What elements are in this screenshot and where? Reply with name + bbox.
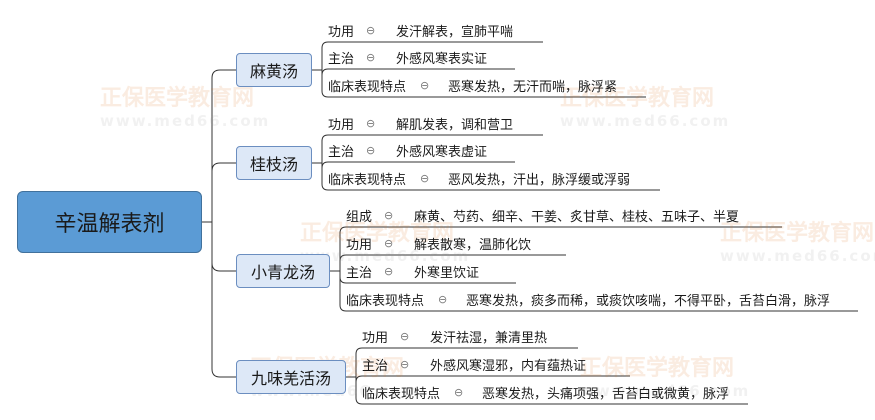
collapse-circle-icon[interactable]: ⊖ xyxy=(366,116,376,130)
leaf-node[interactable]: 组成 ⊖ 麻黄、芍药、细辛、干姜、炙甘草、桂枝、五味子、半夏 xyxy=(346,203,739,227)
collapse-circle-icon[interactable]: ⊖ xyxy=(384,208,394,222)
collapse-circle-icon[interactable]: ⊖ xyxy=(438,292,448,306)
leaf-node[interactable]: 功用 ⊖ 发汗祛湿，兼清里热 xyxy=(362,324,547,348)
collapse-circle-icon[interactable]: ⊖ xyxy=(400,357,410,371)
leaf-text: 解表散寒，温肺化饮 xyxy=(414,237,532,253)
leaf-label: 临床表现特点 xyxy=(328,172,407,188)
branch-node-jiuweiqianghuo[interactable]: 九味羌活汤 xyxy=(236,360,346,394)
leaf-text: 发汗祛湿，兼清里热 xyxy=(430,330,548,346)
leaf-node[interactable]: 功用 ⊖ 解肌发表，调和营卫 xyxy=(328,111,513,135)
leaf-text: 恶寒发热，头痛项强，舌苔白或微黄，脉浮 xyxy=(482,386,730,402)
connector-leaf xyxy=(321,70,646,98)
connector-leaf xyxy=(321,163,660,191)
leaf-node[interactable]: 临床表现特点 ⊖ 恶风发热，汗出，脉浮缓或浮弱 xyxy=(328,166,630,190)
collapse-circle-icon[interactable]: ⊖ xyxy=(384,236,394,250)
collapse-circle-icon[interactable]: ⊖ xyxy=(420,171,430,185)
leaf-label: 功用 xyxy=(346,237,373,253)
leaf-node[interactable]: 主治 ⊖ 外感风寒湿邪，内有蕴热证 xyxy=(362,352,586,376)
branch-node-label: 桂枝汤 xyxy=(249,155,298,174)
leaf-label: 功用 xyxy=(328,24,355,40)
connector-leaf xyxy=(321,134,543,163)
leaf-text: 外寒里饮证 xyxy=(414,265,480,281)
branch-node-mahuang[interactable]: 麻黄汤 xyxy=(236,53,312,87)
leaf-label: 临床表现特点 xyxy=(328,79,407,95)
leaf-label: 组成 xyxy=(346,209,373,225)
connector-branch xyxy=(211,222,236,272)
branch-node-guizhi[interactable]: 桂枝汤 xyxy=(236,146,312,180)
connector-branch xyxy=(211,222,236,378)
leaf-label: 临床表现特点 xyxy=(362,386,441,402)
leaf-text: 外感风寒表虚证 xyxy=(396,144,488,160)
leaf-label: 功用 xyxy=(328,117,355,133)
branch-node-label: 小青龙汤 xyxy=(250,263,315,282)
branch-node-label: 九味羌活汤 xyxy=(250,369,331,388)
collapse-circle-icon[interactable]: ⊖ xyxy=(366,23,376,37)
collapse-circle-icon[interactable]: ⊖ xyxy=(366,50,376,64)
leaf-label: 临床表现特点 xyxy=(346,293,425,309)
leaf-label: 主治 xyxy=(328,144,355,160)
leaf-label: 主治 xyxy=(346,265,373,281)
leaf-label: 主治 xyxy=(362,358,389,374)
leaf-text: 麻黄、芍药、细辛、干姜、炙甘草、桂枝、五味子、半夏 xyxy=(414,209,740,225)
connector-leaf xyxy=(321,41,543,70)
root-node[interactable]: 辛温解表剂 xyxy=(17,191,202,253)
leaf-text: 解肌发表，调和营卫 xyxy=(396,117,514,133)
leaf-node[interactable]: 功用 ⊖ 发汗解表，宣肺平喘 xyxy=(328,18,513,42)
leaf-label: 主治 xyxy=(328,51,355,67)
collapse-circle-icon[interactable]: ⊖ xyxy=(400,329,410,343)
leaf-text: 外感风寒表实证 xyxy=(396,51,488,67)
leaf-node[interactable]: 临床表现特点 ⊖ 恶寒发热，无汗而喘，脉浮紧 xyxy=(328,73,617,97)
connector-leaf xyxy=(355,377,748,405)
leaf-text: 外感风寒湿邪，内有蕴热证 xyxy=(430,358,587,374)
leaf-text: 恶寒发热，痰多而稀，或痰饮咳喘，不得平卧，舌苔白滑，脉浮 xyxy=(466,293,831,309)
connector-leaf xyxy=(339,254,566,271)
connector-leaf xyxy=(339,226,782,271)
branch-node-label: 麻黄汤 xyxy=(249,62,298,81)
collapse-circle-icon[interactable]: ⊖ xyxy=(366,143,376,157)
collapse-circle-icon[interactable]: ⊖ xyxy=(454,385,464,399)
leaf-node[interactable]: 临床表现特点 ⊖ 恶寒发热，头痛项强，舌苔白或微黄，脉浮 xyxy=(362,380,729,404)
root-node-label: 辛温解表剂 xyxy=(54,212,165,237)
connector-branch xyxy=(211,69,236,222)
leaf-text: 恶寒发热，无汗而喘，脉浮紧 xyxy=(448,79,618,95)
collapse-circle-icon[interactable]: ⊖ xyxy=(384,264,394,278)
leaf-node[interactable]: 功用 ⊖ 解表散寒，温肺化饮 xyxy=(346,231,531,255)
leaf-node[interactable]: 主治 ⊖ 外感风寒表虚证 xyxy=(328,138,487,162)
leaf-node[interactable]: 主治 ⊖ 外感风寒表实证 xyxy=(328,45,487,69)
leaf-label: 功用 xyxy=(362,330,389,346)
connector-leaf xyxy=(355,347,578,377)
leaf-node[interactable]: 主治 ⊖ 外寒里饮证 xyxy=(346,259,479,283)
branch-node-xiaoqinglong[interactable]: 小青龙汤 xyxy=(236,254,330,288)
connector-branch xyxy=(211,162,236,222)
leaf-node[interactable]: 临床表现特点 ⊖ 恶寒发热，痰多而稀，或痰饮咳喘，不得平卧，舌苔白滑，脉浮 xyxy=(346,287,830,311)
collapse-circle-icon[interactable]: ⊖ xyxy=(420,78,430,92)
connector-leaf xyxy=(339,271,858,312)
leaf-text: 发汗解表，宣肺平喘 xyxy=(396,24,514,40)
leaf-text: 恶风发热，汗出，脉浮缓或浮弱 xyxy=(448,172,631,188)
